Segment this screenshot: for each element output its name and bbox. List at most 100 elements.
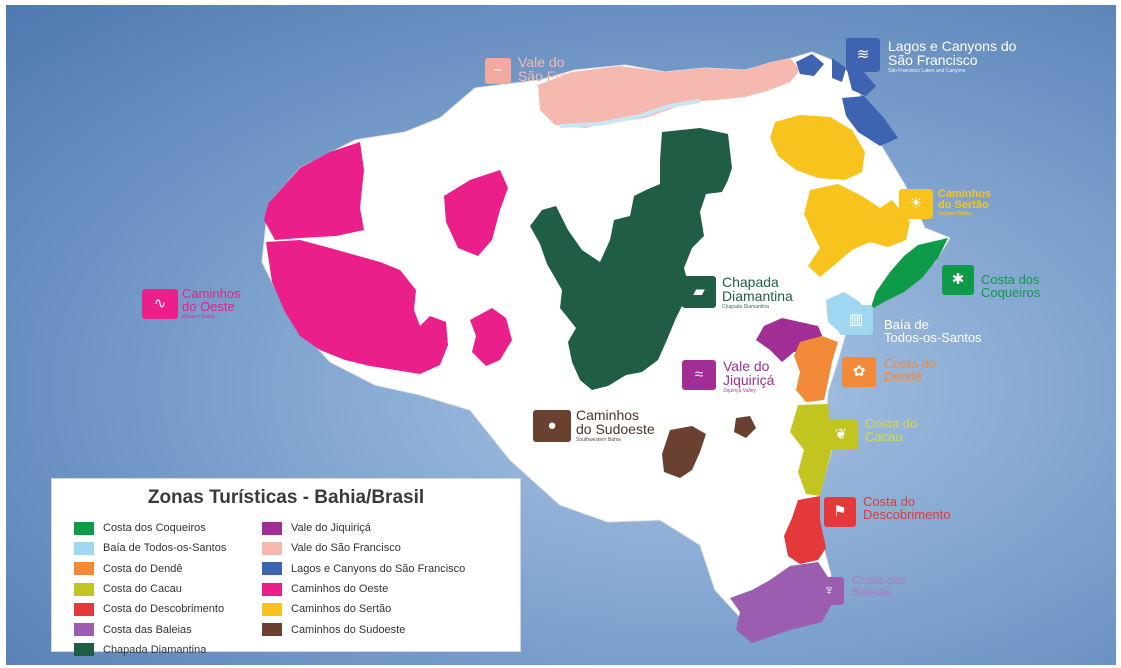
- cactus-sun-icon: ☀: [899, 189, 933, 219]
- label-line2: do Oeste: [182, 299, 235, 315]
- canyon-waves-icon: ≋: [846, 38, 880, 72]
- legend-item: Vale do São Francisco: [262, 538, 465, 558]
- legend-item: Chapada Diamantina: [74, 640, 226, 660]
- zone-costa-cacau[interactable]: [790, 404, 832, 496]
- zone-caminhos-sudoeste[interactable]: [662, 416, 756, 478]
- label-line1: Costa do: [863, 494, 916, 509]
- legend-item: Costa do Cacau: [74, 579, 226, 599]
- label-sub: Southwestern Bahia: [576, 436, 621, 443]
- legend-swatch: [262, 521, 282, 535]
- legend-item: Costa das Baleias: [74, 619, 226, 639]
- bahia-tourism-map: [261, 51, 951, 643]
- legend-item: Caminhos do Oeste: [262, 579, 465, 599]
- legend-label: Lagos e Canyons do São Francisco: [291, 562, 466, 575]
- legend-label: Costa das Baleias: [103, 623, 192, 636]
- legend-item: Vale do Jiquiriçá: [262, 518, 465, 538]
- legend-swatch: [74, 582, 94, 596]
- legend-label: Baía de Todos-os-Santos: [103, 542, 227, 555]
- label-caminhos-sudoeste[interactable]: Caminhos do Sudoeste Southwestern Bahia: [576, 408, 655, 443]
- label-line2: do Sudoeste: [576, 421, 655, 438]
- label-line2: São Francisco: [518, 68, 608, 85]
- label-line1: Caminhos: [182, 286, 241, 301]
- zone-costa-coqueiros[interactable]: [870, 238, 948, 310]
- palm-tree-icon: ✱: [942, 265, 974, 295]
- label-costa-coqueiros[interactable]: Costa dos Coqueiros: [981, 273, 1040, 300]
- zone-vale-sao-francisco[interactable]: [538, 58, 800, 128]
- label-costa-cacau[interactable]: Costa do Cacau: [865, 417, 917, 444]
- legend-label: Vale do Jiquiriçá: [291, 522, 371, 535]
- legend-item: Costa do Descobrimento: [74, 599, 226, 619]
- legend-label: Chapada Diamantina: [103, 643, 207, 656]
- label-costa-dende[interactable]: Costa do Dendê: [884, 357, 936, 384]
- label-chapada-diamantina[interactable]: Chapada Diamantina Chapada Diamantina: [722, 275, 793, 310]
- label-line1: Baía de: [884, 317, 929, 332]
- zone-costa-baleias[interactable]: [730, 562, 834, 643]
- zone-costa-descobrimento[interactable]: [784, 496, 826, 564]
- label-line1: Costa das: [852, 573, 907, 587]
- legend-item: Costa do Dendê: [74, 559, 226, 579]
- legend-item: Costa dos Coqueiros: [74, 518, 226, 538]
- label-line2: Jiquiriçá: [723, 372, 775, 389]
- flower-icon: ✿: [842, 357, 876, 387]
- label-line1: Chapada: [722, 274, 779, 290]
- label-line2: Dendê: [884, 369, 923, 385]
- zone-vale-jiquirica[interactable]: [756, 318, 824, 362]
- label-caminhos-sertao[interactable]: Caminhos do Sertão Sertanz Bahia: [938, 188, 991, 218]
- label-vale-sao-francisco[interactable]: Vale do São Francisco: [518, 55, 607, 84]
- legend-swatch: [74, 562, 94, 576]
- legend-item: Baía de Todos-os-Santos: [74, 538, 226, 558]
- label-line2: Diamantina: [722, 288, 793, 305]
- label-sub: São Francisco Lakes and Canyons: [888, 67, 966, 74]
- legend-label: Costa do Dendê: [103, 562, 183, 575]
- legend-label: Caminhos do Sertão: [291, 603, 392, 616]
- legend-label: Costa dos Coqueiros: [103, 522, 206, 535]
- legend-label: Costa do Descobrimento: [103, 603, 225, 616]
- zone-costa-dende[interactable]: [794, 336, 838, 402]
- zone-caminhos-oeste[interactable]: [264, 142, 512, 374]
- zone-chapada-diamantina[interactable]: [530, 128, 732, 390]
- label-sub: Jiquiriçá Valley: [723, 387, 756, 394]
- legend-label: Vale do São Francisco: [291, 542, 401, 555]
- label-baia-todos-santos[interactable]: Baía de Todos-os-Santos: [884, 318, 982, 345]
- label-costa-baleias[interactable]: Costa das Baleias: [852, 574, 906, 598]
- label-line1: Vale do: [518, 54, 565, 70]
- cacao-pod-icon: ❦: [824, 420, 858, 450]
- legend-swatch: [262, 602, 282, 616]
- label-line2: São Francisco: [888, 52, 978, 69]
- legend-swatch: [262, 623, 282, 637]
- label-line2: Descobrimento: [863, 507, 951, 523]
- legend-swatch: [262, 541, 282, 555]
- zone-lagos-canyons[interactable]: [796, 54, 898, 146]
- map-legend: Zonas Turísticas - Bahia/Brasil Costa do…: [51, 478, 521, 657]
- legend-swatch: [74, 623, 94, 637]
- legend-swatch: [74, 521, 94, 535]
- legend-item: Caminhos do Sertão: [262, 599, 465, 619]
- label-lagos-canyons[interactable]: Lagos e Canyons do São Francisco São Fra…: [888, 39, 1016, 74]
- label-vale-jiquirica[interactable]: Vale do Jiquiriçá Jiquiriçá Valley: [723, 359, 774, 394]
- label-line1: Costa do: [884, 356, 937, 371]
- label-costa-descobrimento[interactable]: Costa do Descobrimento: [863, 495, 950, 522]
- zone-caminhos-sertao[interactable]: [770, 115, 910, 277]
- label-line1: Vale do: [723, 358, 770, 374]
- legend-swatch: [262, 562, 282, 576]
- caravel-icon: ⚑: [824, 497, 856, 527]
- whale-tail-icon: ♆: [814, 577, 844, 605]
- label-caminhos-oeste[interactable]: Caminhos do Oeste Western Bahia: [182, 287, 241, 320]
- label-line2: do Sertão: [938, 199, 989, 212]
- label-line2: Baleias: [852, 585, 892, 600]
- label-line2: Cacau: [865, 429, 903, 445]
- label-line1: Caminhos: [576, 407, 640, 423]
- label-sub: Sertanz Bahia: [938, 211, 972, 218]
- legend-label: Caminhos do Oeste: [291, 583, 389, 596]
- legend-swatch: [262, 582, 282, 596]
- legend-item: Caminhos do Sudoeste: [262, 619, 465, 639]
- plateau-icon: ▰: [682, 276, 716, 308]
- label-line2: Coqueiros: [981, 285, 1041, 301]
- river-fish-icon: ~: [485, 58, 511, 84]
- coffee-beans-icon: ●: [533, 410, 571, 442]
- label-line2: Todos-os-Santos: [884, 330, 982, 346]
- city-skyline-icon: ▥: [839, 305, 873, 335]
- legend-swatch: [74, 602, 94, 616]
- road-wave-icon: ∿: [142, 289, 178, 319]
